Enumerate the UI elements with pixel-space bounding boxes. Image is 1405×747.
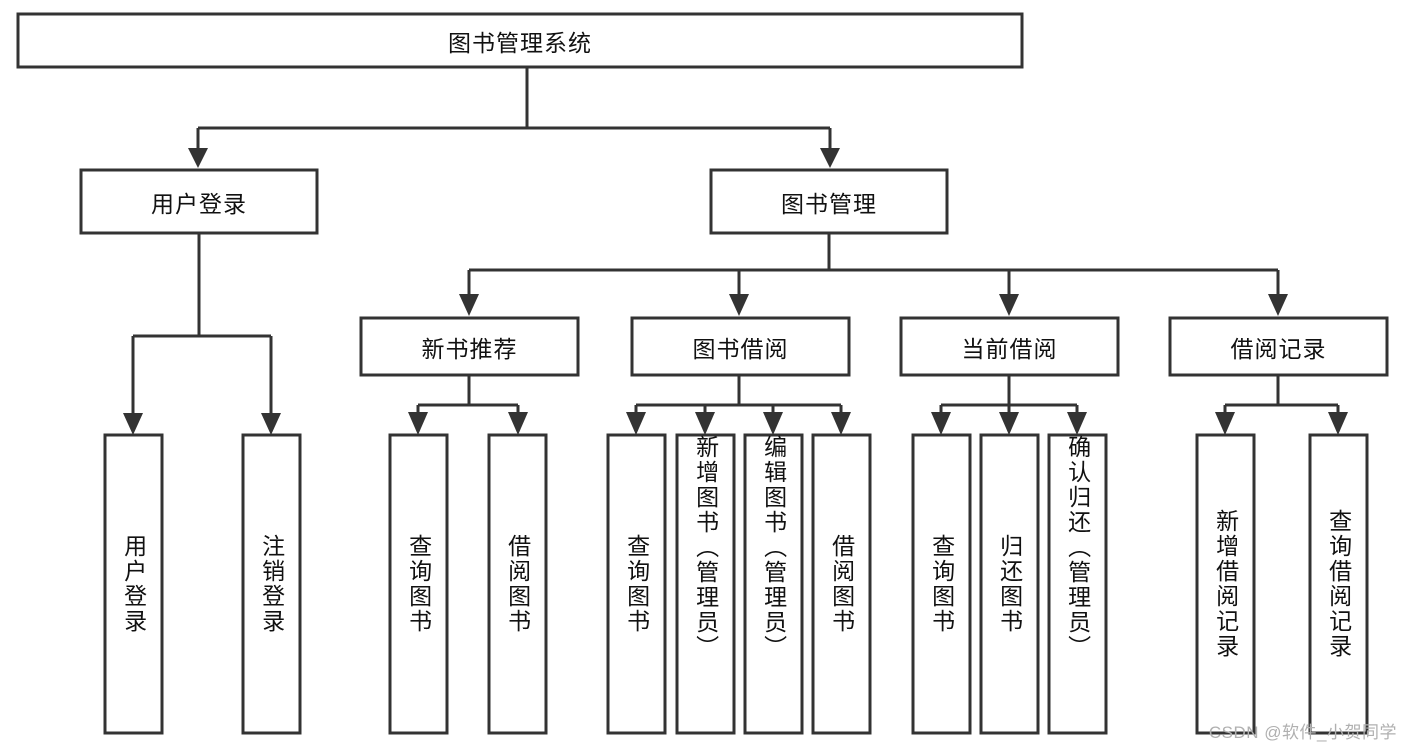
arrow-head-leaf-query-book-2 [626, 412, 646, 435]
node-new-book-recommend-box[interactable] [359, 316, 580, 377]
arrow-head-leaf-user-login [123, 413, 143, 435]
node-book-borrow-box[interactable] [630, 316, 851, 377]
node-borrow-record-box[interactable] [1168, 316, 1389, 377]
arrow-head-leaf-add-borrow-record [1215, 412, 1235, 435]
node-leaf-query-book-2-box[interactable] [606, 433, 667, 735]
arrow-head-borrow-record [1268, 294, 1288, 316]
node-leaf-edit-book-box[interactable] [743, 433, 804, 735]
arrow-head-leaf-query-book-3 [931, 412, 951, 435]
node-leaf-borrow-book-1-box[interactable] [487, 433, 548, 735]
node-root-box[interactable] [16, 12, 1024, 69]
node-leaf-add-book-box[interactable] [675, 433, 736, 735]
watermark-text: CSDN @软件_小贺同学 [1208, 723, 1397, 742]
arrow-head-leaf-query-book-1 [408, 412, 428, 435]
arrow-head-leaf-edit-book [763, 412, 783, 435]
node-current-borrow-box[interactable] [899, 316, 1120, 377]
arrow-head-current-borrow [999, 294, 1019, 316]
arrow-head-leaf-confirm-return [1067, 412, 1087, 435]
node-leaf-return-book-box[interactable] [979, 433, 1040, 735]
node-leaf-borrow-book-2-box[interactable] [811, 433, 872, 735]
arrow-head-leaf-add-book [695, 412, 715, 435]
node-leaf-query-book-1-box[interactable] [388, 433, 449, 735]
arrow-head-new-book-recommend [459, 294, 479, 316]
node-leaf-user-login-box[interactable] [103, 433, 164, 735]
node-leaf-add-borrow-record-box[interactable] [1195, 433, 1256, 735]
node-book-manage-box[interactable] [709, 168, 949, 235]
node-leaf-confirm-return-box[interactable] [1047, 433, 1108, 735]
arrow-head-leaf-return-book [999, 412, 1019, 435]
node-user-login-box[interactable] [79, 168, 319, 235]
arrow-head-book-borrow [729, 294, 749, 316]
arrow-head-leaf-logout-login [261, 413, 281, 435]
arrow-head-leaf-borrow-book-1 [508, 412, 528, 435]
arrow-head-user-login [188, 148, 208, 168]
arrow-head-book-manage [820, 148, 840, 168]
node-leaf-query-borrow-record-box[interactable] [1308, 433, 1369, 735]
node-leaf-query-book-3-box[interactable] [911, 433, 972, 735]
arrow-head-leaf-query-borrow-record [1328, 412, 1348, 435]
arrow-head-leaf-borrow-book-2 [831, 412, 851, 435]
node-leaf-logout-login-box[interactable] [241, 433, 302, 735]
